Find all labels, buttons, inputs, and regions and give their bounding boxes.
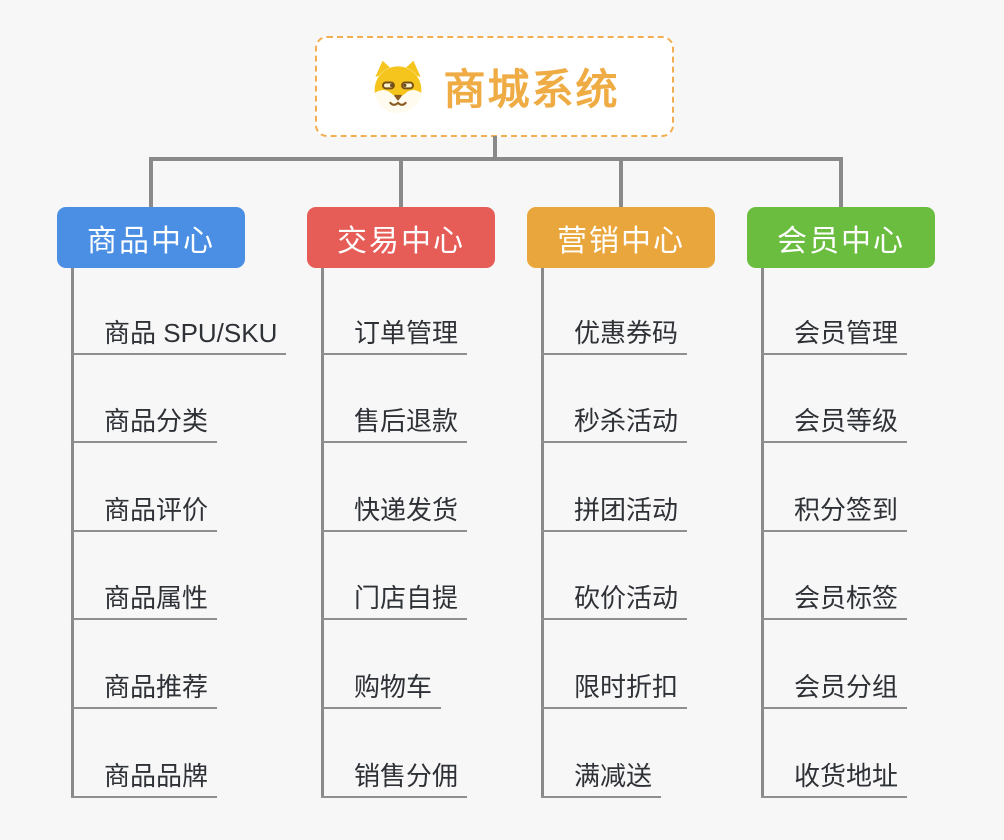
topic-product-spu-sku[interactable]: 商品 SPU/SKU xyxy=(71,313,287,355)
topic-express-shipping[interactable]: 快递发货 xyxy=(321,490,468,532)
branch-header-member-center[interactable]: 会员中心 xyxy=(747,207,935,268)
branch-marketing-center: 营销中心 优惠券码 秒杀活动 拼团活动 砍价活动 限时折扣 满减送 xyxy=(527,207,772,802)
branch-trunk xyxy=(71,268,74,798)
topic-group-buy[interactable]: 拼团活动 xyxy=(541,490,688,532)
topic-product-brand[interactable]: 商品品牌 xyxy=(71,756,218,798)
connector-horizontal-bar xyxy=(149,157,841,161)
topic-product-recommend[interactable]: 商品推荐 xyxy=(71,667,218,709)
connector-drop-marketing xyxy=(619,157,623,208)
topic-points-checkin[interactable]: 积分签到 xyxy=(761,490,908,532)
topic-member-tags[interactable]: 会员标签 xyxy=(761,578,908,620)
root-node[interactable]: 商城系统 xyxy=(315,36,674,137)
branch-header-product-center[interactable]: 商品中心 xyxy=(57,207,245,268)
topic-product-category[interactable]: 商品分类 xyxy=(71,401,218,443)
connector-drop-member xyxy=(839,157,843,208)
branch-trunk xyxy=(541,268,544,798)
topic-product-review[interactable]: 商品评价 xyxy=(71,490,218,532)
connector-drop-trade xyxy=(399,157,403,208)
connector-drop-product xyxy=(149,157,153,208)
branch-member-center: 会员中心 会员管理 会员等级 积分签到 会员标签 会员分组 收货地址 xyxy=(747,207,992,802)
topic-product-attribute[interactable]: 商品属性 xyxy=(71,578,218,620)
branch-trunk xyxy=(761,268,764,798)
branch-header-marketing-center[interactable]: 营销中心 xyxy=(527,207,715,268)
topic-member-level[interactable]: 会员等级 xyxy=(761,401,908,443)
topic-aftersale-refund[interactable]: 售后退款 xyxy=(321,401,468,443)
topic-limited-time-discount[interactable]: 限时折扣 xyxy=(541,667,688,709)
topic-sales-commission[interactable]: 销售分佣 xyxy=(321,756,468,798)
dog-icon xyxy=(374,60,423,113)
branch-trunk xyxy=(321,268,324,798)
branch-header-trade-center[interactable]: 交易中心 xyxy=(307,207,495,268)
topic-shopping-cart[interactable]: 购物车 xyxy=(321,667,442,709)
topic-store-pickup[interactable]: 门店自提 xyxy=(321,578,468,620)
topic-member-groups[interactable]: 会员分组 xyxy=(761,667,908,709)
topic-coupon-code[interactable]: 优惠券码 xyxy=(541,313,688,355)
branch-trade-center: 交易中心 订单管理 售后退款 快递发货 门店自提 购物车 销售分佣 xyxy=(307,207,552,802)
branch-product-center: 商品中心 商品 SPU/SKU 商品分类 商品评价 商品属性 商品推荐 商品品牌 xyxy=(57,207,302,802)
topic-bargain-activity[interactable]: 砍价活动 xyxy=(541,578,688,620)
topic-member-management[interactable]: 会员管理 xyxy=(761,313,908,355)
topic-spend-and-save[interactable]: 满减送 xyxy=(541,756,662,798)
topic-order-management[interactable]: 订单管理 xyxy=(321,313,468,355)
topic-flash-sale[interactable]: 秒杀活动 xyxy=(541,401,688,443)
root-title: 商城系统 xyxy=(443,66,620,113)
connector-root-trunk xyxy=(493,136,497,159)
topic-shipping-address[interactable]: 收货地址 xyxy=(761,756,908,798)
